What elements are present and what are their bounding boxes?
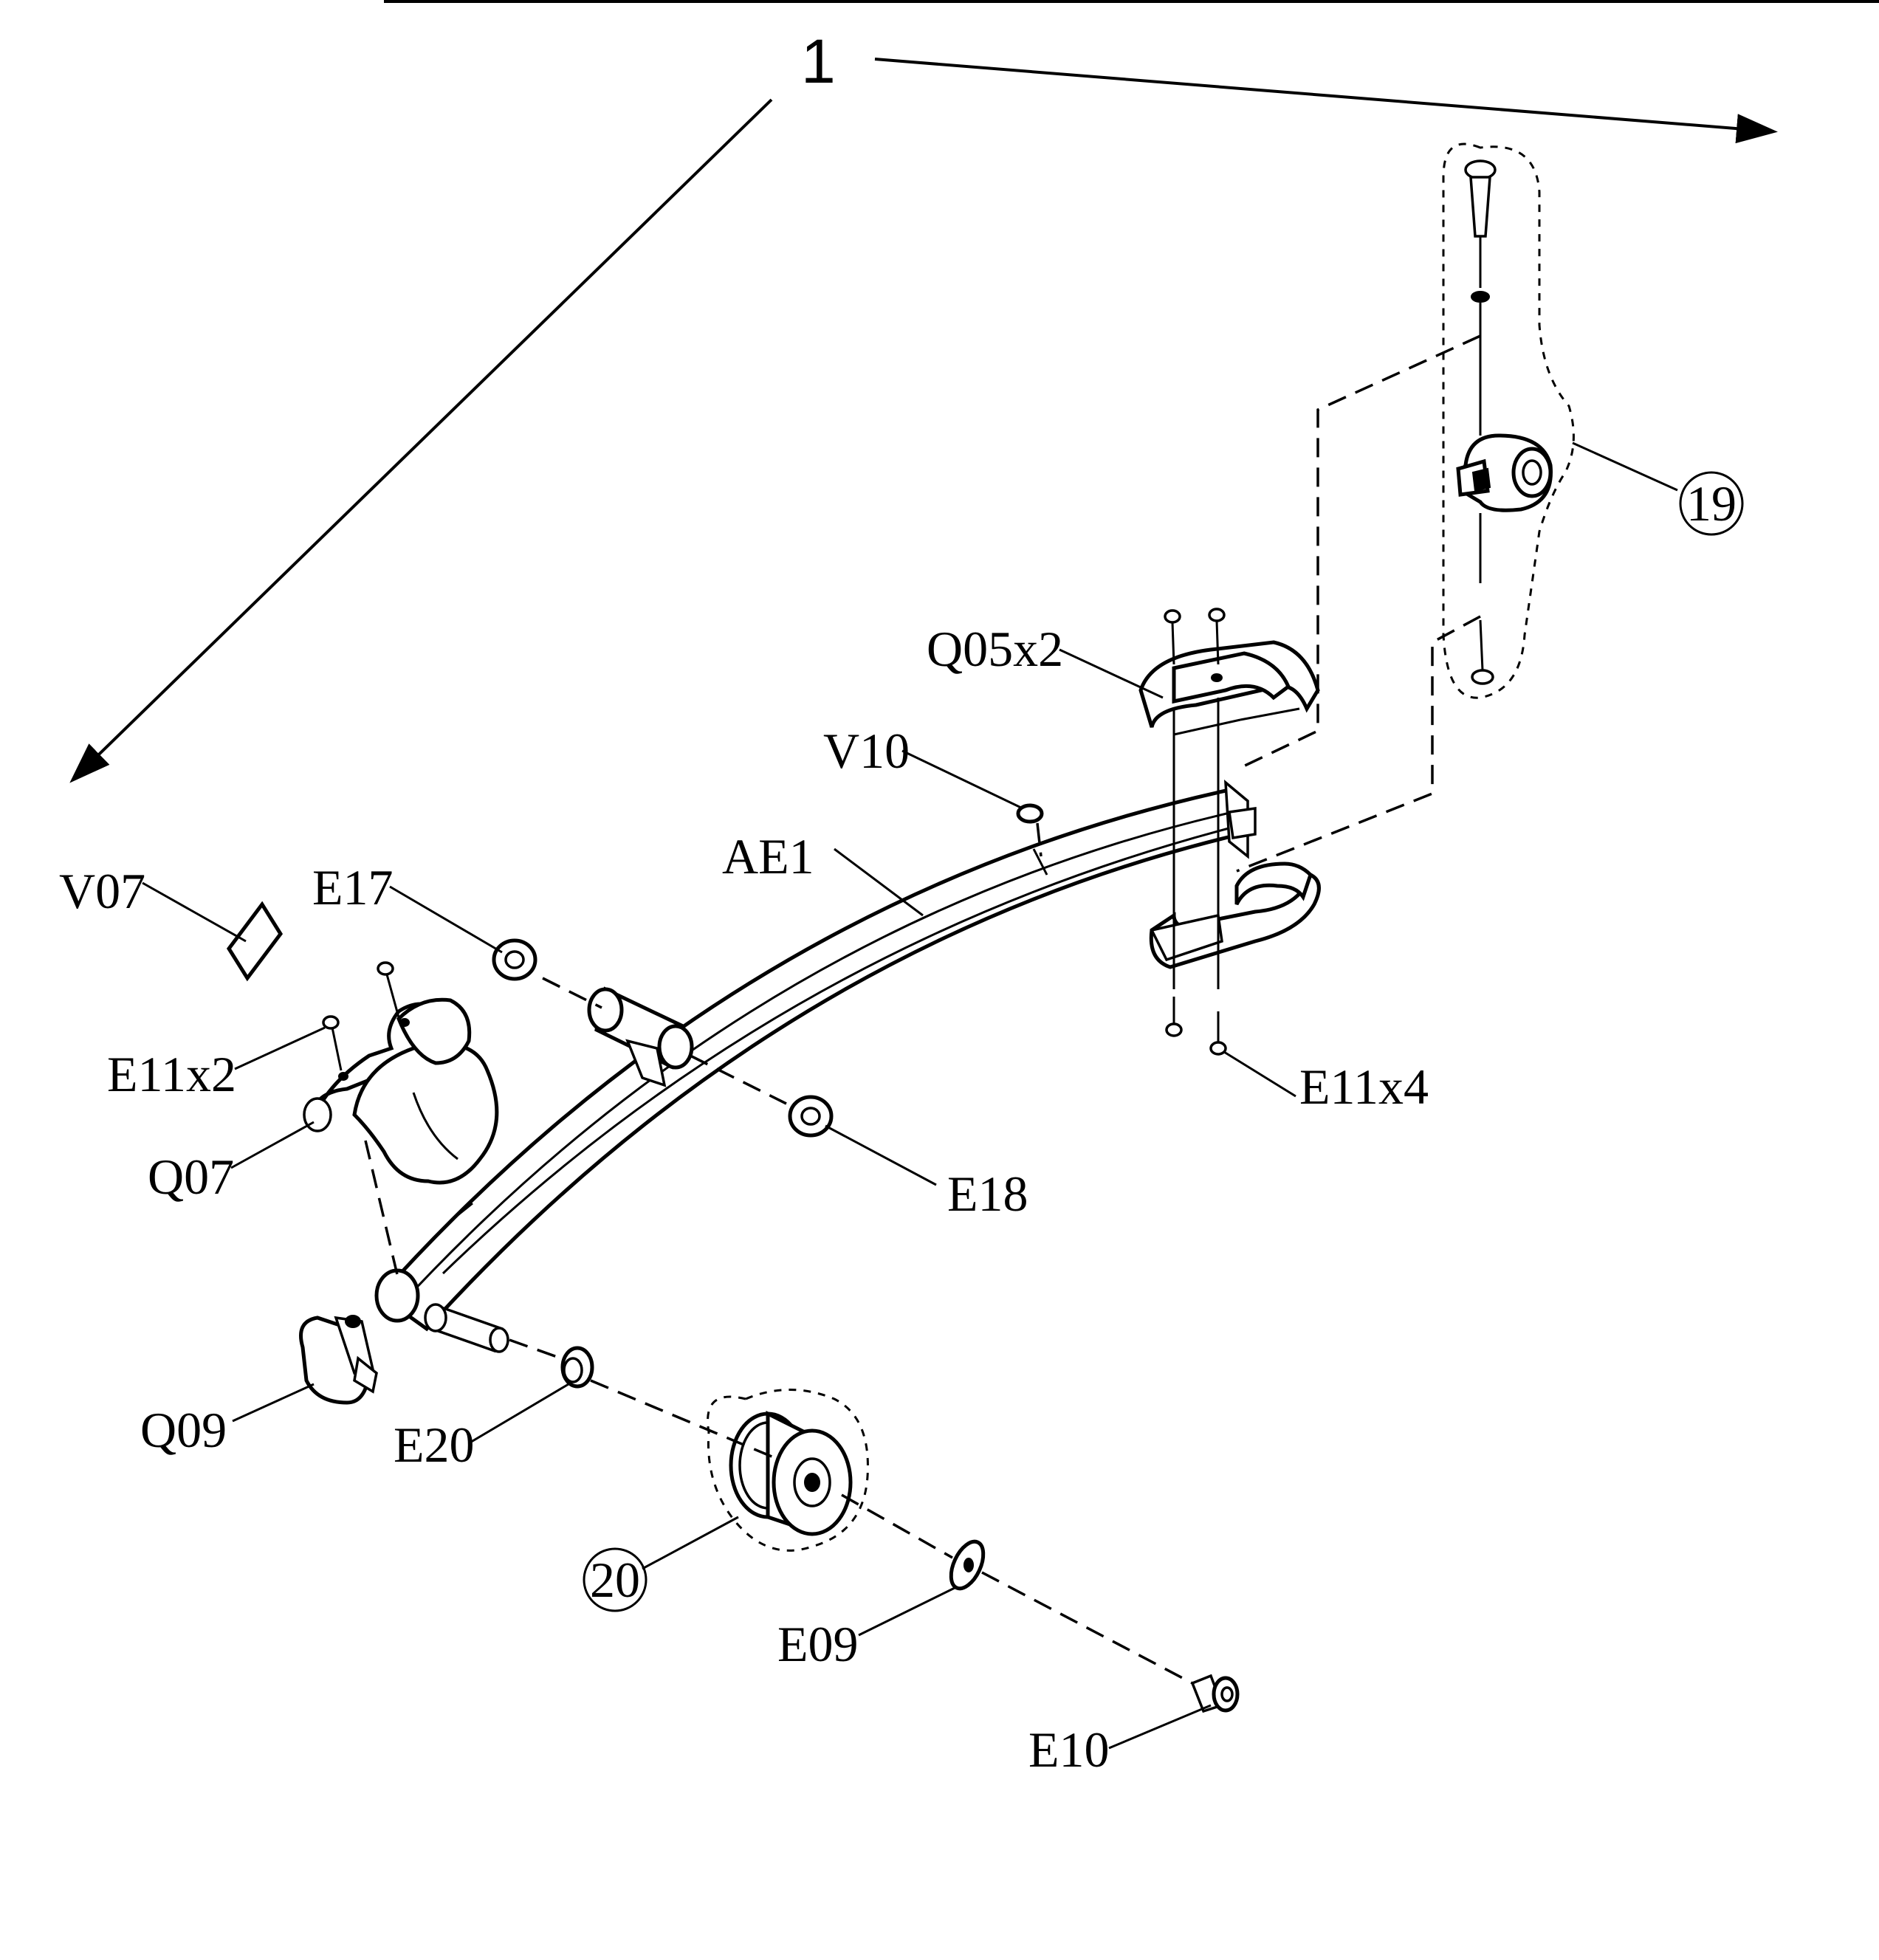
wheel-assembly-20 [590,1379,953,1559]
washer-e09 [949,1539,1193,1685]
label-e11x4: E11x4 [1299,1059,1429,1115]
circle-20 [583,1547,647,1612]
label-e09: E09 [777,1616,859,1672]
label-q07: Q07 [148,1149,234,1205]
circle-19 [1679,471,1744,536]
label-e17: E17 [312,859,394,915]
caster-assembly-19 [1236,142,1575,873]
washer-e18 [690,1054,834,1138]
assembly-number: 1 [801,27,836,96]
label-19: 19 [1686,475,1737,532]
tube-bracket-part [587,986,694,1087]
screws-e11x2 [322,961,400,1071]
washer-e17 [492,938,602,1009]
label-e10: E10 [1028,1722,1110,1778]
label-v10: V10 [823,723,910,779]
leader-lines [142,441,1678,1750]
clamp-screws [1164,608,1227,1056]
spacer-e20 [509,1338,594,1389]
label-ae1: AE1 [722,828,814,884]
label-20: 20 [590,1552,640,1608]
assembly-arrow-right [874,58,1778,144]
upper-clamp-part [1138,640,1320,736]
label-v07: V07 [59,863,145,919]
main-tube-part [374,780,1257,1353]
label-e20: E20 [394,1417,475,1473]
label-sticker-v07 [226,901,284,982]
small-cap-v10 [1016,803,1044,857]
label-q09: Q09 [140,1402,227,1458]
end-cap-q07 [303,997,499,1282]
label-e11x2: E11x2 [107,1046,236,1102]
end-cap-q09 [299,1315,378,1405]
label-q05x2: Q05x2 [927,621,1063,677]
assembly-arrow-left [69,98,773,783]
label-e18: E18 [947,1166,1028,1222]
bolt-e10 [1190,1674,1240,1713]
lower-clamp-part [1149,862,1321,969]
